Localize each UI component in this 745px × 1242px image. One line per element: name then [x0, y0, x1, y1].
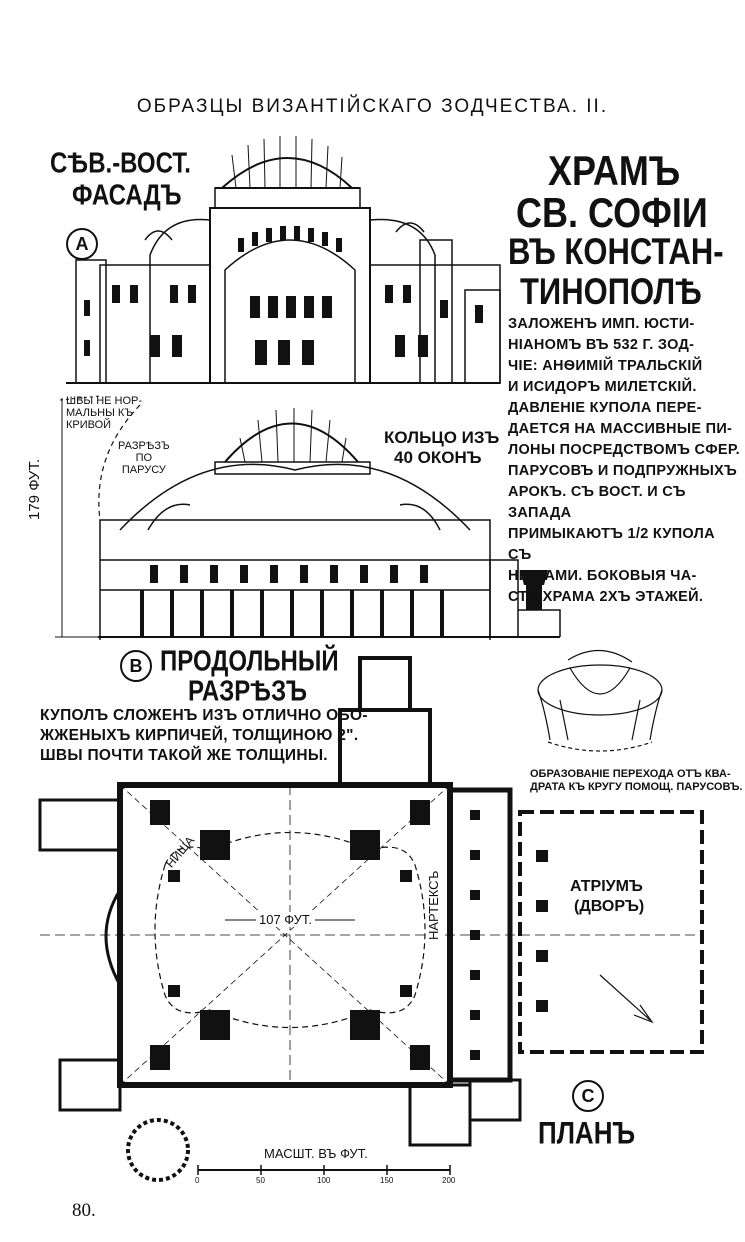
scale-tick: 150: [380, 1176, 394, 1185]
title-line1: ХРАМЪ: [548, 146, 681, 194]
pendentive-note: ОБРАЗОВАНІЕ ПЕРЕХОДА ОТЪ КВА- ДРАТА КЪ К…: [530, 768, 743, 793]
description-line: ЛОНЫ ПОСРЕДСТВОМЪ СФЕР.: [508, 442, 741, 458]
facade-label-line2: ФАСАДЪ: [72, 179, 182, 212]
description-line: АРОКЪ. СЪ ВОСТ. И СЪ ЗАПАДА: [508, 484, 686, 521]
description-line: ПАРУСОВЪ И ПОДПРУЖНЫХЪ: [508, 463, 738, 479]
facade-drawing: [66, 136, 501, 384]
scale-label: МАСШТ. ВЪ ФУТ.: [264, 1146, 368, 1161]
marker-b: B: [120, 650, 152, 682]
facade-label: СѢВ.-ВОСТ.: [50, 147, 191, 180]
scale-tick: 200: [442, 1176, 456, 1185]
dome-note: КУПОЛЪ СЛОЖЕНЪ ИЗЪ ОТЛИЧНО ОБО- ЖЖЕНЫХЪ …: [40, 707, 368, 764]
seams-note: ШВЫ НЕ НОР- МАЛЬНЫ КЪ КРИВОЙ: [66, 395, 143, 431]
description-line: ПРИМЫКАЮТЪ 1/2 КУПОЛА СЪ: [508, 526, 715, 563]
description-line: НИШАМИ. БОКОВЫЯ ЧА-: [508, 568, 697, 584]
plan-label: ПЛАНЪ: [538, 1114, 636, 1151]
section-columns: [140, 565, 548, 637]
description-line: И ИСИДОРЪ МИЛЕТСКІЙ.: [508, 379, 697, 395]
description-line: ЗАЛОЖЕНЪ ИМП. ЮСТИ-: [508, 316, 695, 332]
height-dimension: 179 ФУТ.: [26, 458, 43, 520]
description-line: ДАВЛЕНІЕ КУПОЛА ПЕРЕ-: [508, 400, 702, 416]
description-line: НІАНОМЪ ВЪ 532 Г. ЗОД-: [508, 337, 695, 353]
plan-drawing: [38, 656, 704, 1182]
section-drawing: [55, 395, 561, 640]
section-label-line2: РАЗРѢЗЪ: [188, 675, 308, 708]
scale-tick: 50: [256, 1176, 265, 1185]
title-line4: ТИНОПОЛѢ: [520, 270, 703, 313]
page-header: ОБРАЗЦЫ ВИЗАНТІЙСКАГО ЗОДЧЕСТВА. II.: [136, 96, 609, 117]
narthex-label: НАРТЕКСЪ: [426, 870, 441, 940]
marker-a: A: [66, 228, 98, 260]
scale-tick: 0: [195, 1176, 200, 1185]
span-dimension: 107 ФУТ.: [256, 912, 315, 927]
atrium-label: АТРІУМЪ: [570, 878, 643, 895]
ring-note-line2: 40 ОКОНЪ: [394, 448, 482, 467]
description-line: СТИ ХРАМА 2ХЪ ЭТАЖЕЙ.: [508, 589, 704, 605]
page-number: 80.: [72, 1200, 96, 1221]
pendentive-sketch: [537, 649, 663, 752]
section-label: ПРОДОЛЬНЫЙ: [160, 645, 339, 678]
description-line: ДАЕТСЯ НА МАССИВНЫЕ ПИ-: [508, 421, 733, 437]
description-line: ЧІЕ: АНѲИМІЙ ТРАЛЬСКІЙ: [508, 358, 703, 374]
scale-tick: 100: [317, 1176, 331, 1185]
marker-c: C: [572, 1080, 604, 1112]
atrium-label-line2: (ДВОРЪ): [574, 898, 645, 915]
sail-section-note: РАЗРѢЗЪ ПО ПАРУСУ: [118, 440, 170, 476]
description-block: ЗАЛОЖЕНЪ ИМП. ЮСТИ- НІАНОМЪ ВЪ 532 Г. ЗО…: [508, 314, 740, 608]
plan-piers: [150, 800, 548, 1070]
title-line2: СВ. СОФІИ: [516, 188, 708, 236]
facade-windows: [84, 226, 483, 365]
title-line3: ВЪ КОНСТАН-: [508, 230, 724, 273]
ring-note: КОЛЬЦО ИЗЪ: [384, 428, 500, 447]
